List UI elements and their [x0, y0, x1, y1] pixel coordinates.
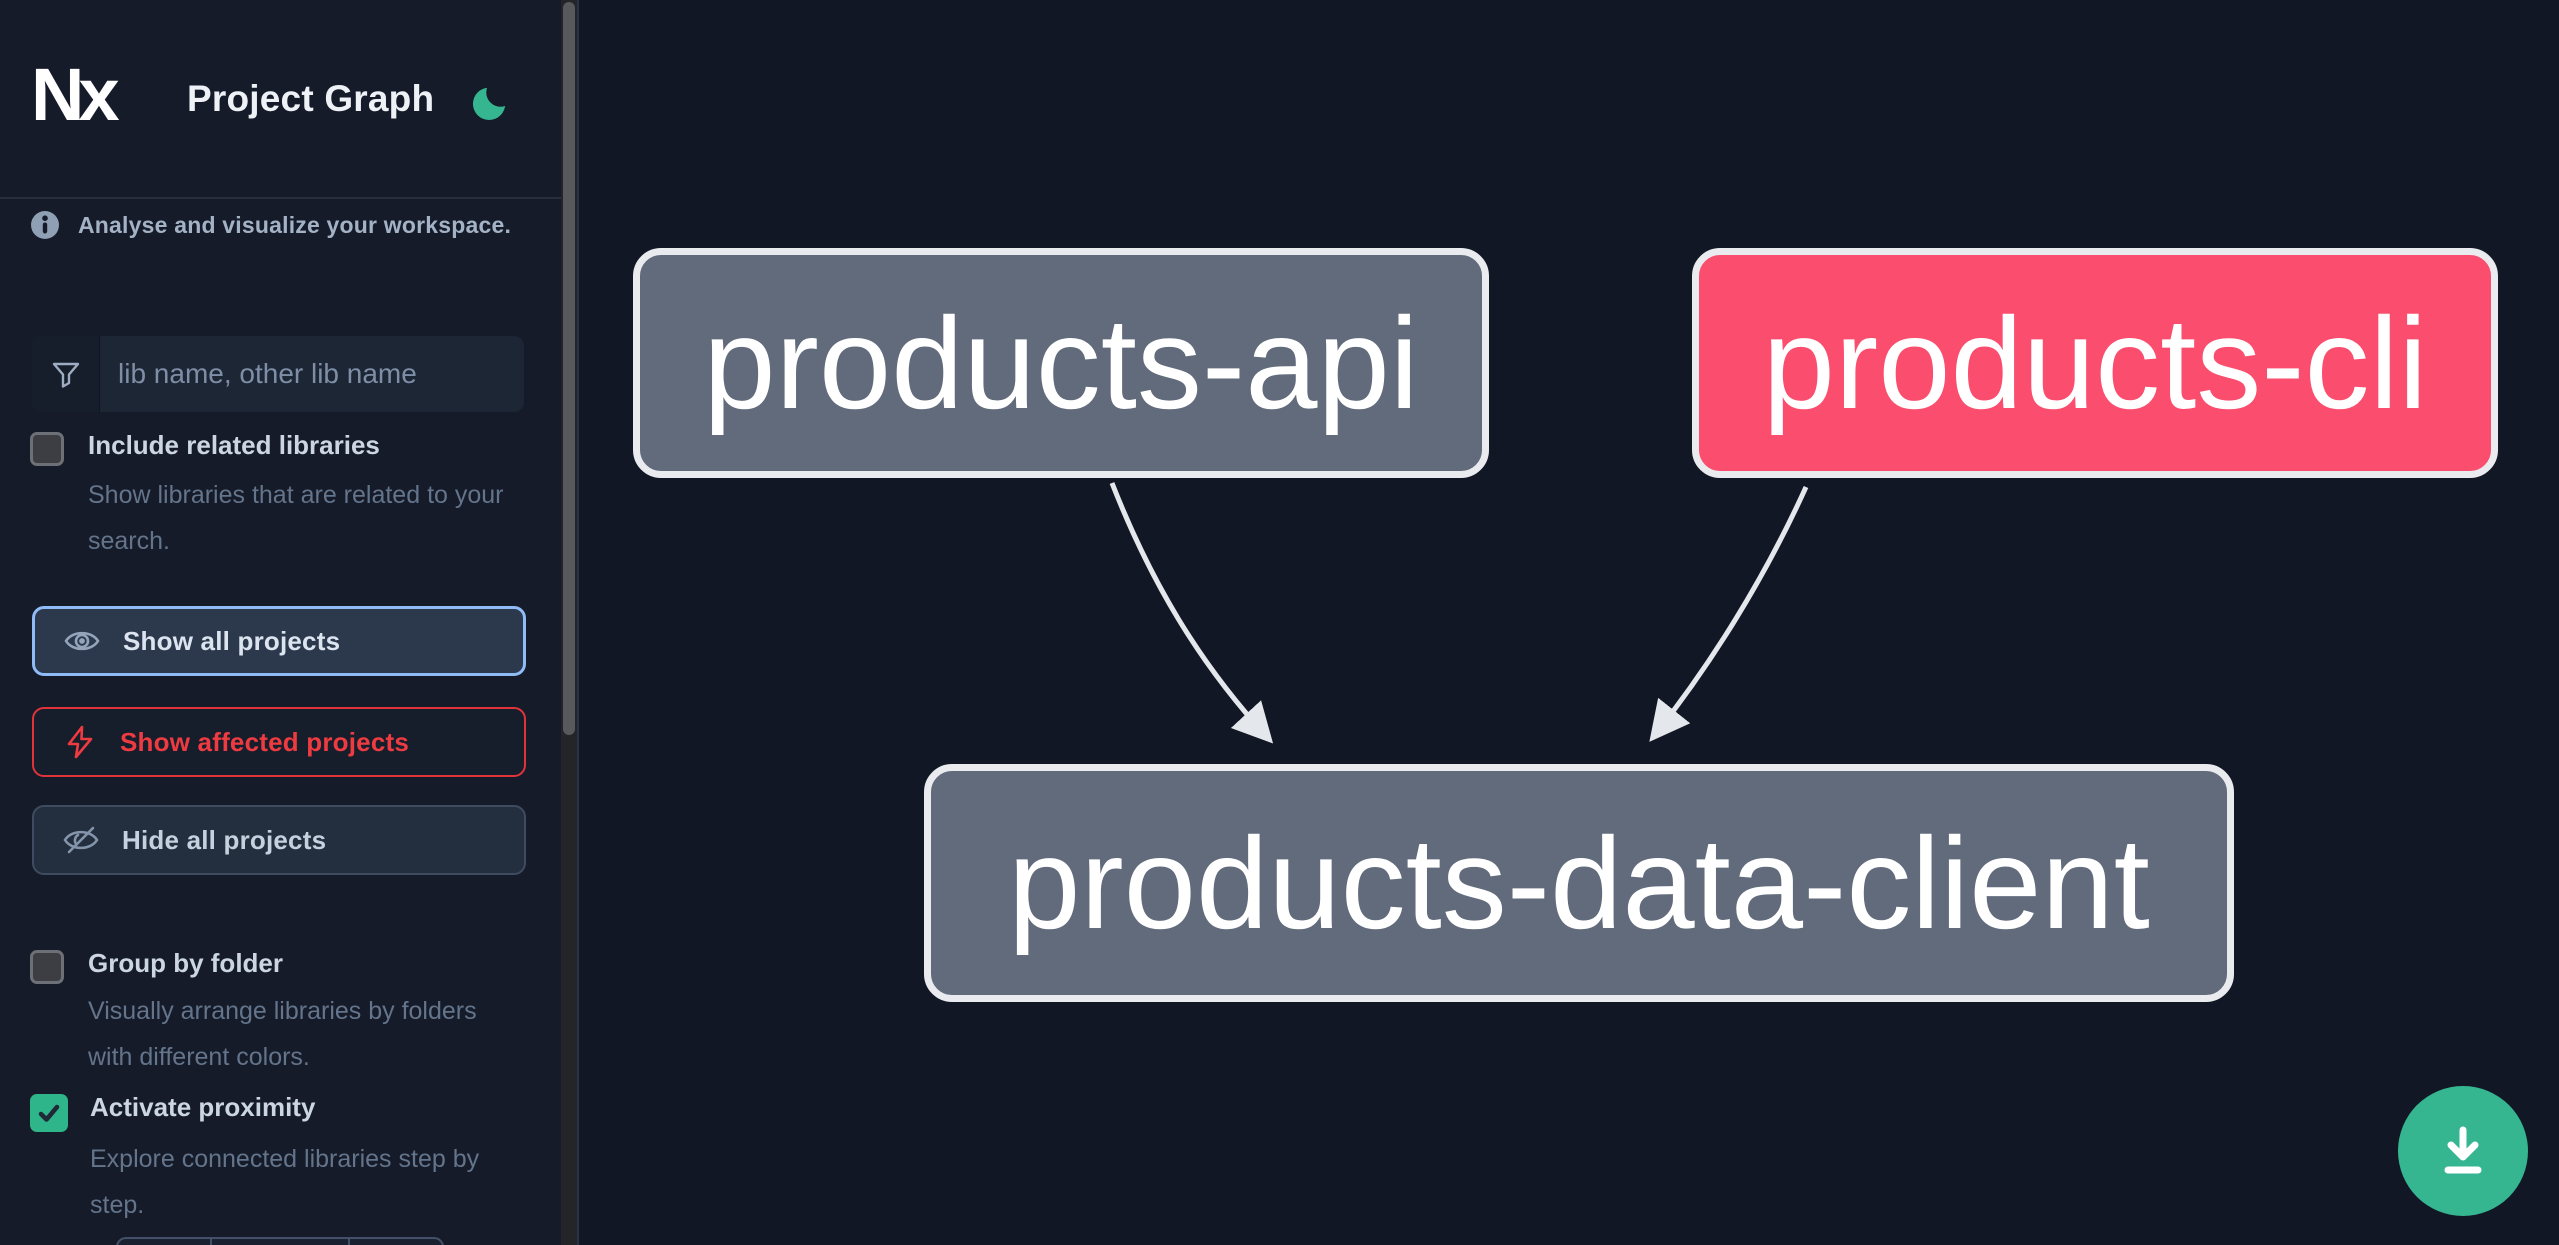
funnel-icon — [32, 336, 100, 412]
graph-node-products-api[interactable]: products-api — [633, 248, 1489, 478]
tagline-text: Analyse and visualize your workspace. — [78, 211, 512, 238]
sidebar-scrollbar-track[interactable] — [561, 0, 577, 1245]
option-description: Visually arrange libraries by folders wi… — [88, 997, 477, 1071]
search-input[interactable] — [100, 336, 524, 412]
sidebar-canvas-divider — [577, 0, 579, 1245]
download-icon — [2444, 1126, 2482, 1174]
graph-node-products-data-client[interactable]: products-data-client — [924, 764, 2234, 1002]
activate-proximity-checkbox[interactable] — [30, 1094, 68, 1132]
info-icon — [31, 211, 59, 239]
button-label: Show affected projects — [120, 726, 410, 757]
graph-node-products-cli[interactable]: products-cli — [1692, 248, 2498, 478]
search-box — [32, 336, 524, 412]
sidebar-scrollbar-thumb[interactable] — [563, 2, 575, 735]
show-affected-projects-button[interactable]: Show affected projects — [32, 707, 526, 777]
option-description: Show libraries that are related to your … — [88, 481, 504, 555]
sidebar: Nx Project Graph Analyse and visualize y… — [0, 0, 562, 1245]
eye-icon — [64, 631, 100, 651]
option-label: Group by folder — [88, 948, 283, 978]
theme-toggle-moon-icon[interactable] — [472, 80, 510, 122]
button-label: Show all projects — [123, 625, 341, 656]
download-graph-button[interactable] — [2398, 1086, 2528, 1216]
eye-off-icon — [63, 826, 99, 854]
sidebar-header: Nx Project Graph — [0, 0, 562, 199]
tagline-row: Analyse and visualize your workspace. — [30, 210, 511, 240]
node-label: products-api — [703, 290, 1419, 436]
option-label: Activate proximity — [90, 1092, 316, 1122]
page-title: Project Graph — [187, 78, 435, 119]
stepper-divider — [210, 1239, 212, 1245]
group-by-folder-checkbox[interactable] — [30, 950, 64, 984]
svg-text:Nx: Nx — [31, 56, 119, 136]
nx-logo-icon: Nx — [31, 56, 125, 136]
check-icon — [38, 1104, 60, 1122]
option-label: Include related libraries — [88, 430, 380, 460]
button-label: Hide all projects — [122, 824, 327, 855]
proximity-stepper-fragment[interactable] — [116, 1237, 444, 1245]
graph-canvas[interactable] — [579, 0, 2559, 1245]
show-all-projects-button[interactable]: Show all projects — [32, 606, 526, 676]
bolt-icon — [67, 725, 93, 759]
option-description: Explore connected libraries step by step… — [90, 1145, 480, 1219]
include-related-checkbox[interactable] — [30, 432, 64, 466]
node-label: products-cli — [1762, 290, 2428, 436]
hide-all-projects-button[interactable]: Hide all projects — [32, 805, 526, 875]
node-label: products-data-client — [1008, 810, 2150, 956]
stepper-divider — [348, 1239, 350, 1245]
